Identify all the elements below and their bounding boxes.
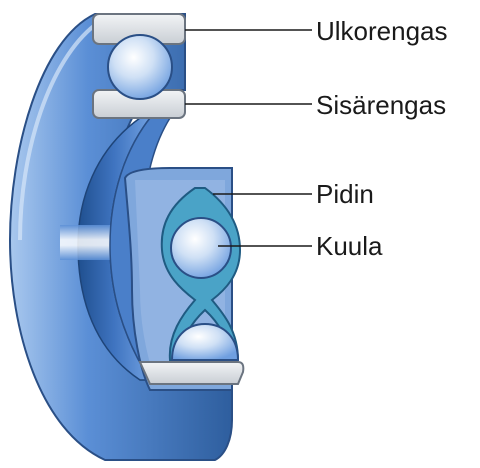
label-outer-ring: Ulkorengas: [316, 18, 448, 44]
label-cage: Pidin: [316, 181, 374, 207]
ball-top: [108, 35, 172, 99]
bottom-section: [140, 362, 243, 384]
label-inner-ring: Sisärengas: [316, 92, 446, 118]
ball-middle: [171, 218, 231, 278]
label-ball: Kuula: [316, 233, 383, 259]
